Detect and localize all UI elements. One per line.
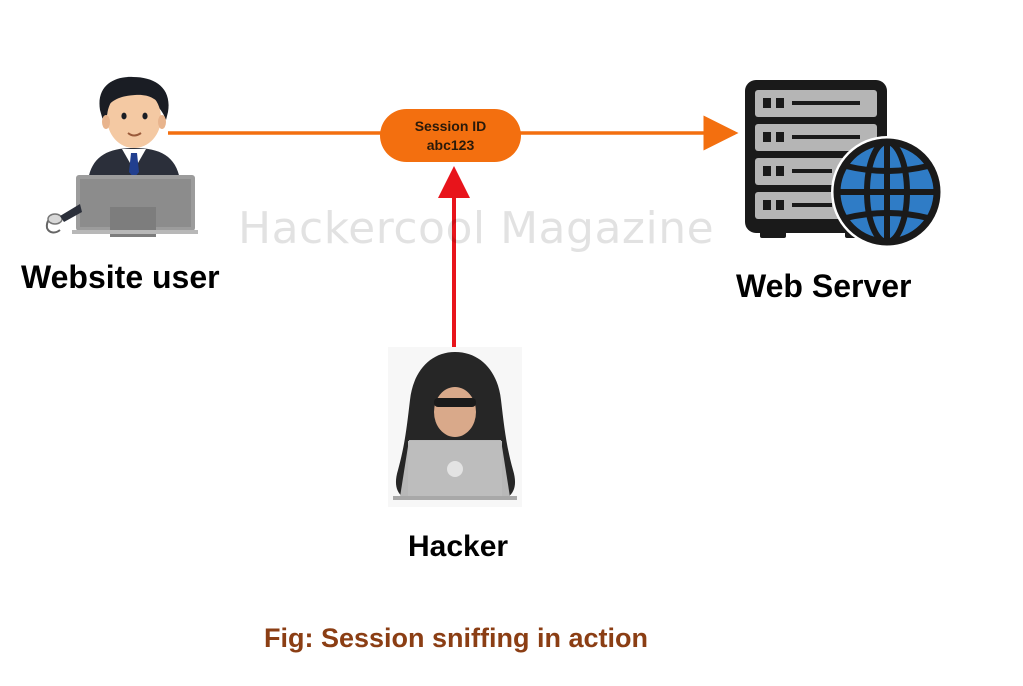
session-id-token: Session ID abc123 (380, 109, 521, 162)
hacker-label: Hacker (408, 530, 509, 563)
session-id-title: Session ID (414, 117, 487, 134)
session-id-value: abc123 (426, 136, 475, 153)
watermark-text: Hackercool Magazine (238, 203, 715, 254)
web-server-label: Web Server (736, 268, 912, 304)
figure-caption: Fig: Session sniffing in action (263, 623, 648, 653)
website-user-label: Website user (21, 259, 220, 295)
